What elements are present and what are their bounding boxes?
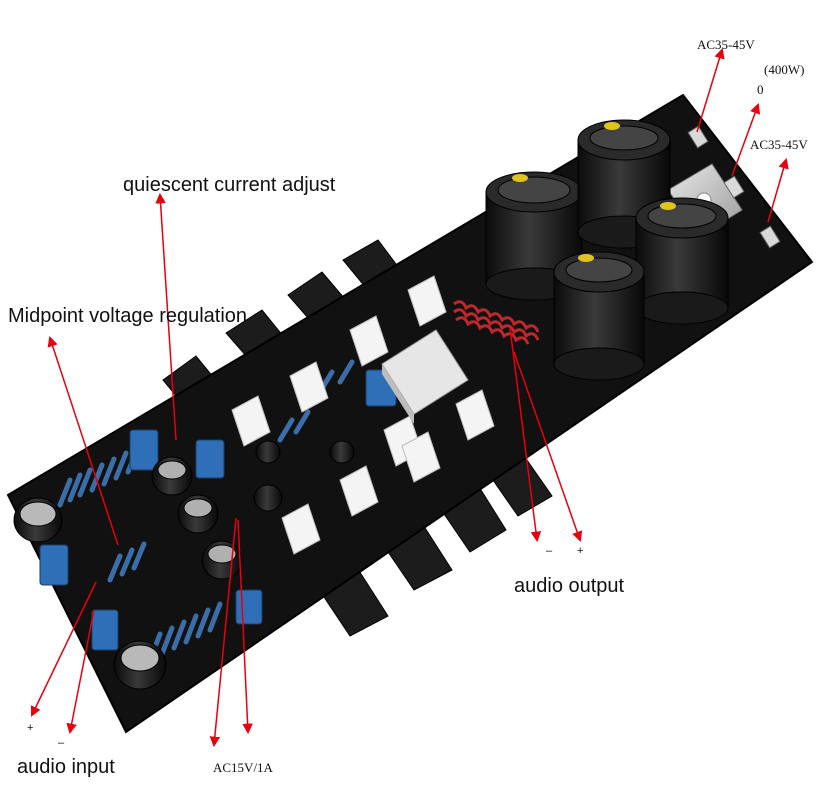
label-output-minus: – xyxy=(546,545,553,557)
label-audio-output: audio output xyxy=(514,575,625,597)
label-midpoint-voltage-regulation: Midpoint voltage regulation xyxy=(8,305,248,327)
film-capacitors xyxy=(39,369,397,651)
capacitor-sleeve-highlights xyxy=(512,122,676,262)
label-zero: 0 xyxy=(757,82,764,97)
label-input-plus: + xyxy=(27,722,34,734)
filter-capacitors xyxy=(485,119,729,381)
label-input-minus: – xyxy=(58,737,65,749)
output-inductor xyxy=(453,300,540,345)
cement-resistors xyxy=(231,275,495,555)
label-ac-right: AC35-45V xyxy=(750,137,808,152)
label-ac15v: AC15V/1A xyxy=(213,760,273,775)
label-ac-top: AC35-45V xyxy=(697,37,755,52)
relay xyxy=(381,329,469,424)
label-power-rating: (400W) xyxy=(764,62,805,77)
label-quiescent-current-adjust: quiescent current adjust xyxy=(123,174,336,196)
label-output-plus: + xyxy=(577,545,584,557)
label-audio-input: audio input xyxy=(17,756,115,778)
power-terminals xyxy=(687,125,781,249)
annotation-arrows xyxy=(30,47,789,748)
small-electrolytic-caps xyxy=(13,440,355,690)
